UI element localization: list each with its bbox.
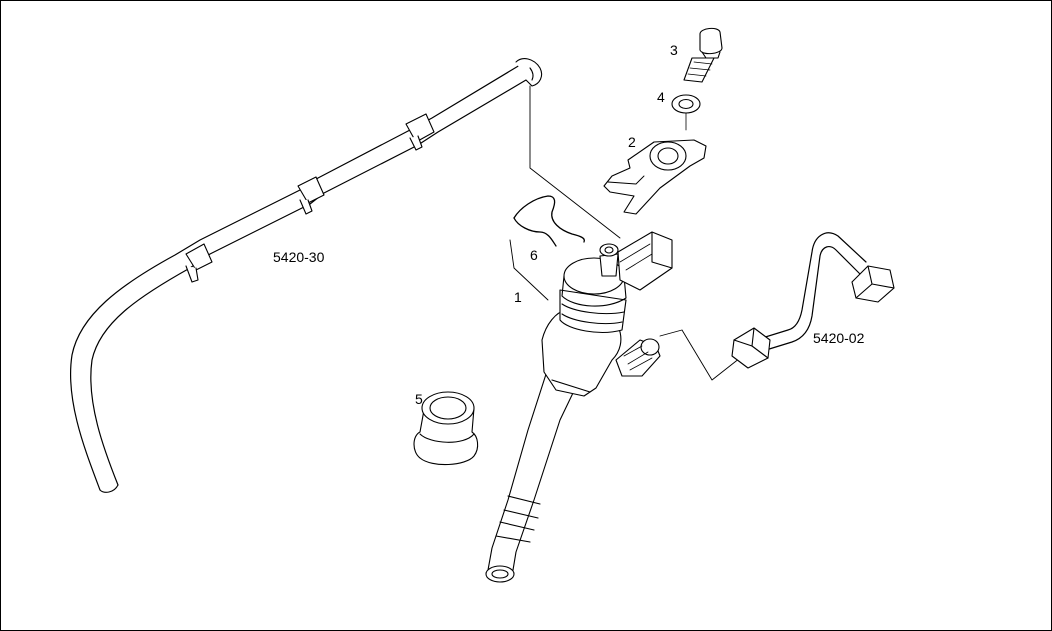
callout-return-line-ref: 5420-30 [273,249,325,265]
callout-part-3: 3 [670,42,678,58]
seal-sleeve [413,391,479,466]
callout-pressure-pipe-ref: 5420-02 [813,330,865,346]
clamp-fork [603,139,707,215]
bolt [683,27,723,83]
callout-part-1: 1 [514,289,522,305]
return-fuel-line [70,58,621,493]
wire-clip [513,195,586,247]
banjo-connector [405,113,435,151]
washer [671,94,701,131]
callout-part-5: 5 [415,391,423,407]
banjo-connector [297,176,325,215]
fuel-injector [485,231,741,583]
callout-part-4: 4 [657,89,665,105]
callout-part-6: 6 [530,247,538,263]
callout-part-2: 2 [628,134,636,150]
banjo-connector [185,243,213,283]
high-pressure-pipe [731,232,895,369]
